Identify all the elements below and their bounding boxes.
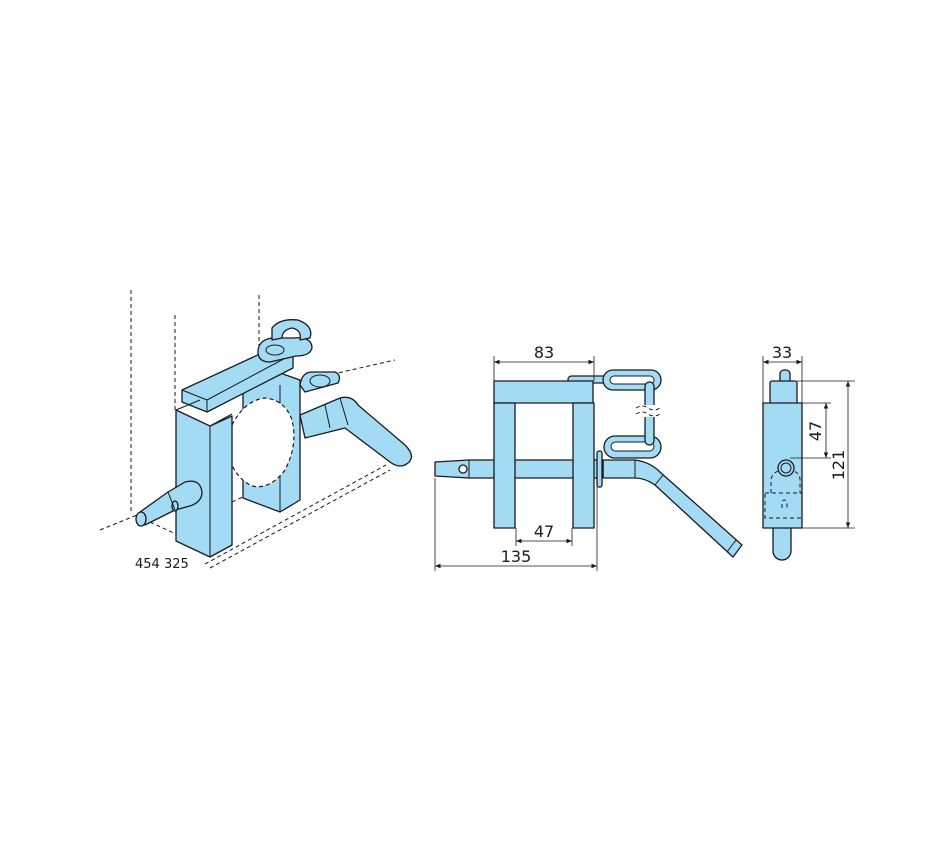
dim-top-width: 83 xyxy=(534,343,554,362)
front-view: 83 47 135 xyxy=(434,343,743,571)
dim-inner-width: 47 xyxy=(534,522,554,541)
dim-side-width: 33 xyxy=(772,343,792,362)
dim-overall-length: 135 xyxy=(501,547,532,566)
dim-overall-height: 121 xyxy=(829,450,848,481)
side-view: 33 47 121 xyxy=(762,343,855,561)
part-number-label: 454 325 xyxy=(135,557,189,572)
dim-hole-offset: 47 xyxy=(806,421,825,441)
isometric-view: 454 325 xyxy=(99,290,413,572)
